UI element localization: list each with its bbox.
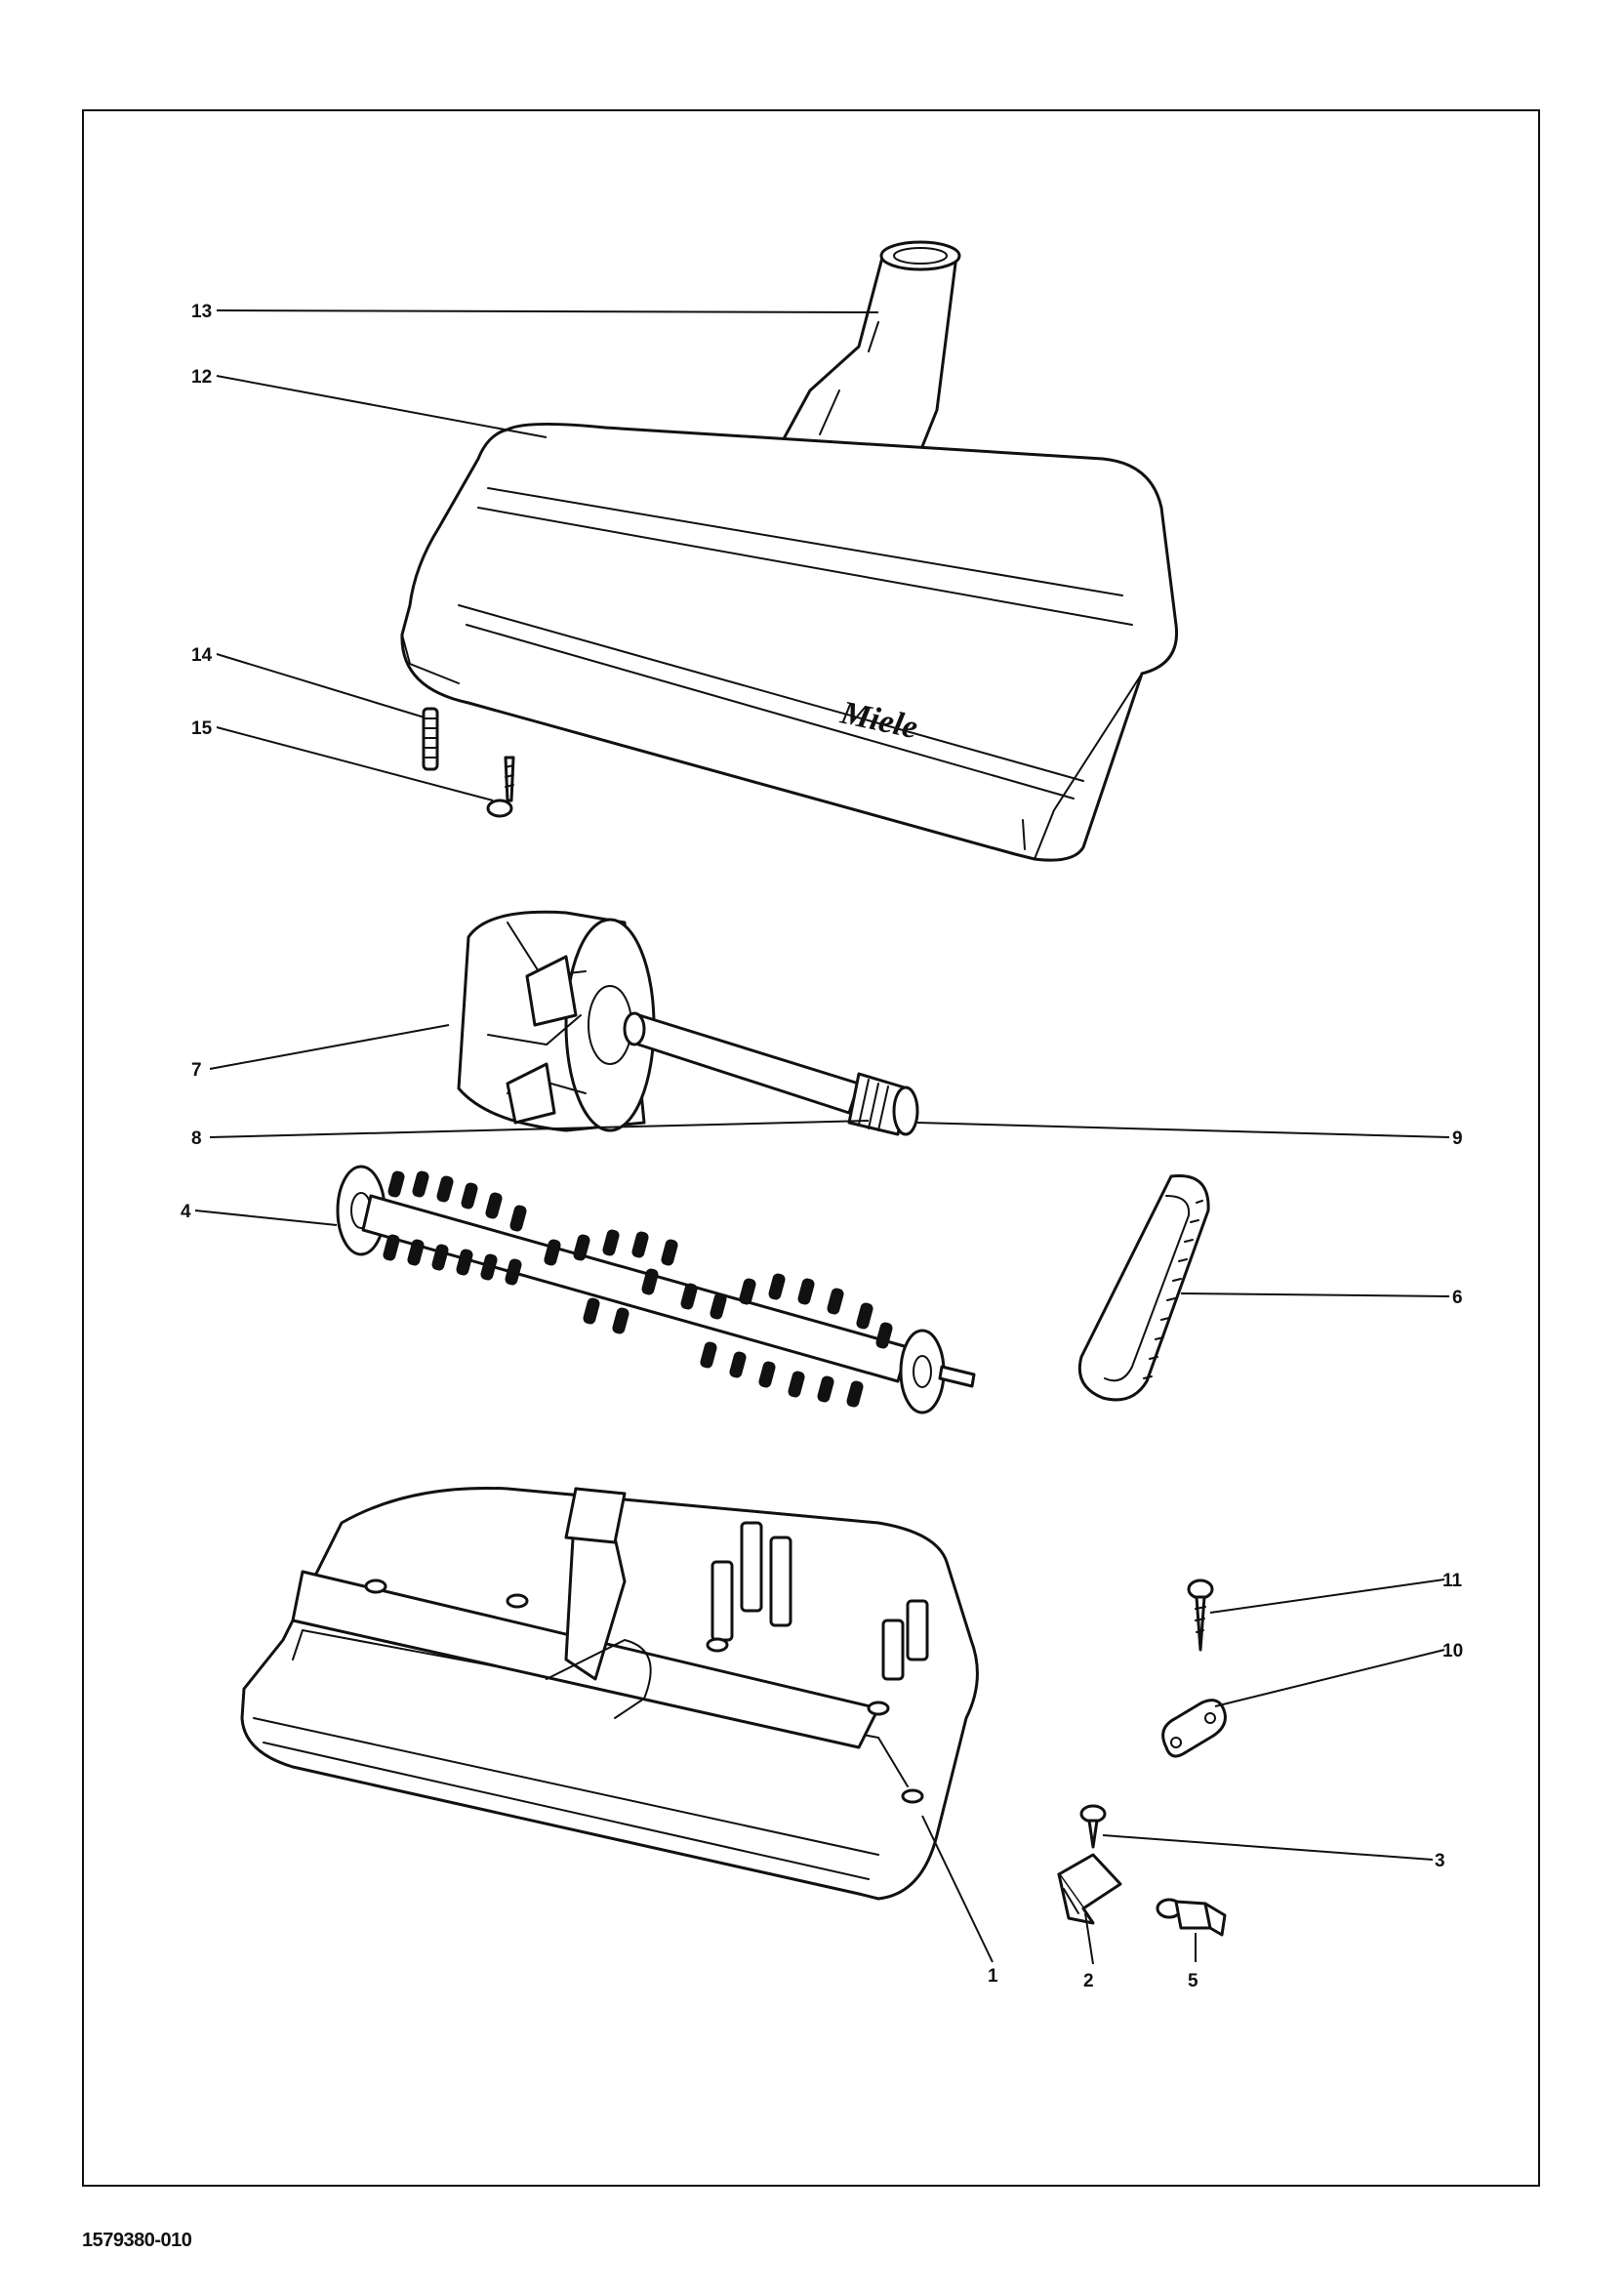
screw-icon xyxy=(1079,1804,1107,1849)
drive-belt-icon xyxy=(1077,1173,1210,1402)
callout-12: 12 xyxy=(191,367,212,388)
callout-labels: 13 12 14 15 7 8 9 4 6 11 10 3 2 5 1 xyxy=(181,302,1463,1991)
bracket-icon xyxy=(1161,1699,1227,1758)
diagram-frame xyxy=(82,109,1540,2187)
plug-icon xyxy=(1156,1898,1227,1937)
base-plate-icon xyxy=(240,1486,979,1901)
spring-icon xyxy=(422,707,439,771)
callout-4: 4 xyxy=(181,1202,191,1222)
callout-2: 2 xyxy=(1083,1971,1094,1991)
callout-9: 9 xyxy=(1452,1128,1463,1149)
screw-icon xyxy=(1187,1578,1214,1652)
brush-roller-icon xyxy=(336,1165,976,1414)
callout-1: 1 xyxy=(988,1966,998,1987)
callout-11: 11 xyxy=(1442,1571,1463,1591)
callout-5: 5 xyxy=(1188,1971,1198,1991)
screw-icon xyxy=(486,756,515,818)
document-number: 1579380-010 xyxy=(82,2230,192,2251)
hose-connector-icon xyxy=(779,240,961,461)
shaft-icon xyxy=(623,1011,861,1115)
callout-14: 14 xyxy=(191,645,213,666)
callout-15: 15 xyxy=(191,718,213,739)
callout-7: 7 xyxy=(191,1060,202,1081)
callout-10: 10 xyxy=(1442,1641,1463,1661)
callout-8: 8 xyxy=(191,1128,202,1149)
callout-3: 3 xyxy=(1435,1851,1445,1871)
leader-lines xyxy=(194,309,1450,1965)
callout-13: 13 xyxy=(191,302,212,322)
clip-icon xyxy=(1057,1853,1122,1925)
nozzle-housing-icon: Miele xyxy=(400,422,1179,862)
callout-6: 6 xyxy=(1452,1288,1463,1308)
pulley-icon xyxy=(847,1072,919,1136)
